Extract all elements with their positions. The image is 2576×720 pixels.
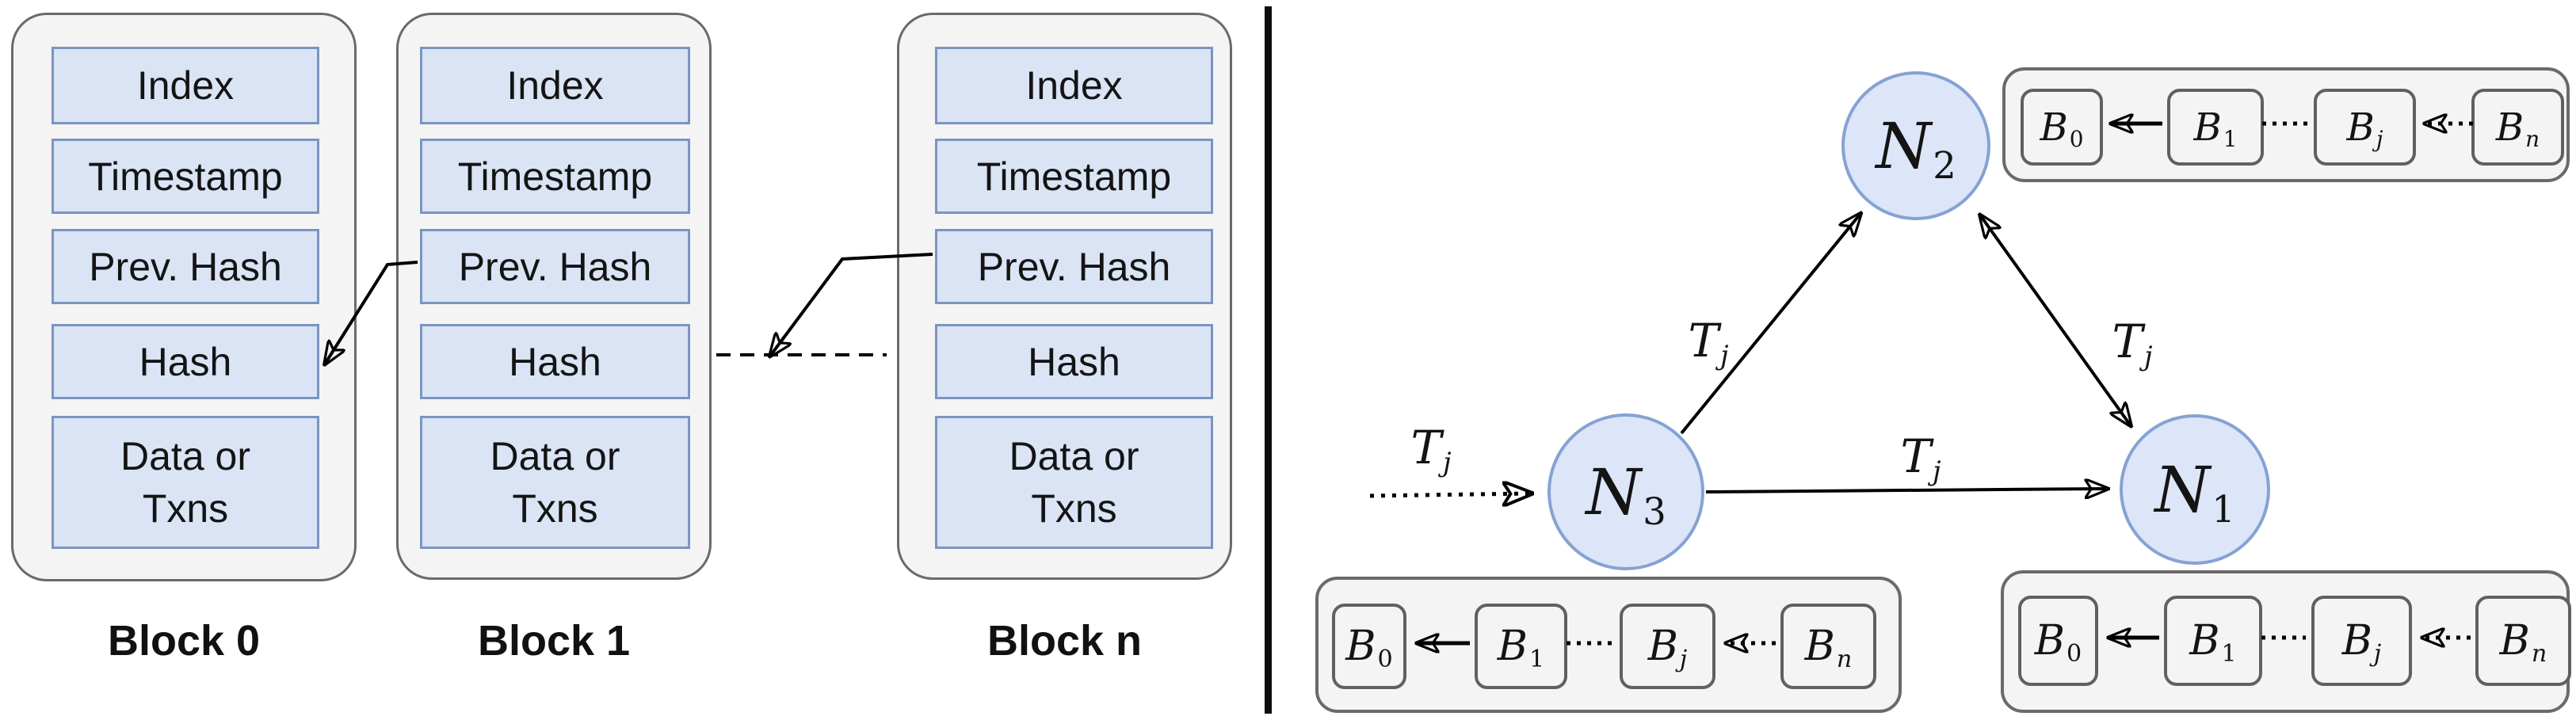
node-n1-label: N1: [2154, 452, 2235, 531]
block-0-field-hash: Hash: [52, 324, 319, 399]
chain-n3-b1: B1: [1475, 604, 1567, 689]
chain-n2-b1: B1: [2167, 89, 2264, 166]
txn-label-n3-n1: Tj: [1900, 429, 1941, 487]
edge-n1-n2-double-arrow: [1981, 216, 2130, 425]
chain-n3-bn: Bn: [1780, 604, 1876, 689]
block-0: Index Timestamp Prev. Hash Hash Data or …: [11, 13, 357, 581]
node-n2: N2: [1841, 71, 1990, 220]
node-n3-label: N3: [1586, 455, 1666, 534]
node-n3: N3: [1548, 413, 1704, 570]
node-n2-label: N2: [1876, 109, 1956, 188]
block-1-field-timestamp: Timestamp: [420, 139, 690, 214]
block-1-field-index: Index: [420, 47, 690, 124]
chain-n1-bn: Bn: [2475, 596, 2571, 686]
chain-n1-b1: B1: [2164, 596, 2262, 686]
chain-n3-bj: Bj: [1620, 604, 1715, 689]
section-divider: [1265, 6, 1272, 714]
block-1-field-data: Data or Txns: [420, 416, 690, 549]
edge-n3-to-n1-arrow: [1705, 489, 2106, 492]
chain-n3-b0: B0: [1332, 604, 1406, 689]
txn-label-n3-n2: Tj: [1688, 314, 1729, 371]
block-0-field-timestamp: Timestamp: [52, 139, 319, 214]
chain-n2-bj: Bj: [2314, 89, 2416, 166]
block-1-label: Block 1: [477, 617, 631, 665]
node-n1: N1: [2120, 414, 2270, 565]
block-0-field-prevhash: Prev. Hash: [52, 229, 319, 304]
block-n-label: Block n: [987, 617, 1143, 665]
txn-label-incoming: Tj: [1410, 421, 1452, 478]
block-n-field-timestamp: Timestamp: [935, 139, 1213, 214]
block-0-field-index: Index: [52, 47, 319, 124]
block-n: Index Timestamp Prev. Hash Hash Data or …: [897, 13, 1232, 580]
chain-n2-bn: Bn: [2471, 89, 2564, 166]
chain-of-n2: B0 B1 Bj Bn: [2002, 67, 2570, 182]
block-1: Index Timestamp Prev. Hash Hash Data or …: [396, 13, 712, 580]
block-0-label: Block 0: [107, 617, 261, 665]
chain-n1-bj: Bj: [2311, 596, 2412, 686]
block-n-field-data: Data or Txns: [935, 416, 1213, 549]
block-1-field-hash: Hash: [420, 324, 690, 399]
block-n-field-index: Index: [935, 47, 1213, 124]
chain-n1-b0: B0: [2018, 596, 2098, 686]
txn-label-n1-n2: Tj: [2112, 314, 2153, 372]
chain-n2-b0: B0: [2021, 89, 2103, 166]
block-n-field-hash: Hash: [935, 324, 1213, 399]
block-0-field-data: Data or Txns: [52, 416, 319, 549]
chain-of-n3: B0 B1 Bj Bn: [1315, 577, 1902, 713]
block-n-field-prevhash: Prev. Hash: [935, 229, 1213, 304]
chain-of-n1: B0 B1 Bj Bn: [2001, 570, 2571, 713]
incoming-transaction-dotted-arrow: [1369, 493, 1529, 496]
block-1-field-prevhash: Prev. Hash: [420, 229, 690, 304]
